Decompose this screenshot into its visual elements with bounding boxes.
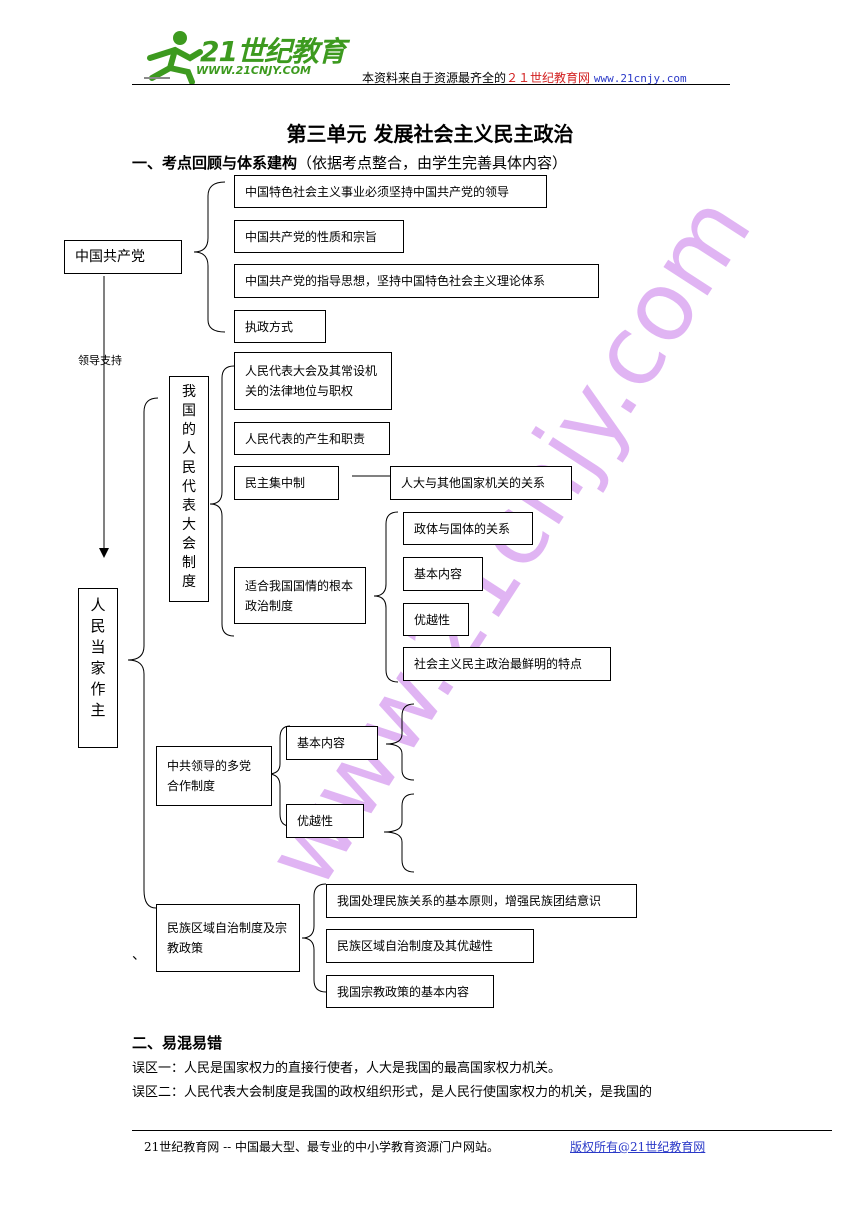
npc-item: 人民代表大会及其常设机关的法律地位与职权 — [234, 352, 392, 410]
centralism-relation-box: 人大与其他国家机关的关系 — [390, 466, 572, 500]
fit-item: 政体与国体的关系 — [403, 512, 533, 545]
misconception-item: 误区一：人民是国家权力的直接行使者，人大是我国的最高国家权力机关。 — [132, 1061, 562, 1076]
ethnic-item: 我国处理民族关系的基本原则，增强民族团结意识 — [326, 884, 637, 918]
stray-mark: 、 — [132, 947, 146, 963]
page-title: 第三单元 发展社会主义民主政治 — [286, 122, 574, 146]
party-item: 执政方式 — [234, 310, 326, 343]
footer-left: 21世纪教育网 -- 中国最大型、最专业的中小学教育资源门户网站。 — [144, 1140, 500, 1154]
section1-heading-rest: （依据考点整合，由学生完善具体内容） — [297, 154, 568, 172]
header-note-prefix: 本资料来自于资源最齐全的 — [362, 71, 507, 85]
cpc-multiparty-item: 基本内容 — [286, 726, 378, 760]
footer-divider — [132, 1130, 832, 1131]
npc-item: 民主集中制 — [234, 466, 339, 500]
section1-heading-bold: 一、考点回顾与体系建构 — [132, 154, 298, 172]
header-divider — [132, 84, 730, 85]
npc-system-box: 我国的人民代表大会制度 — [169, 376, 209, 602]
fit-item: 优越性 — [403, 603, 469, 636]
cpc-multiparty-box: 中共领导的多党合作制度 — [156, 746, 272, 806]
logo-text: 21世纪教育 — [200, 35, 346, 68]
header-note-site[interactable]: ２１世纪教育网 — [506, 71, 591, 85]
party-item: 中国共产党的性质和宗旨 — [234, 220, 404, 253]
npc-item: 适合我国国情的根本政治制度 — [234, 567, 366, 624]
ethnic-item: 我国宗教政策的基本内容 — [326, 975, 494, 1008]
party-item: 中国共产党的指导思想，坚持中国特色社会主义理论体系 — [234, 264, 599, 298]
fit-item: 基本内容 — [403, 557, 483, 591]
npc-system-text: 我国的人民代表大会制度 — [182, 384, 196, 590]
arrow-down-icon — [99, 548, 109, 558]
section1-heading: 一、考点回顾与体系建构（依据考点整合，由学生完善具体内容） — [132, 152, 567, 173]
misconception-item: 误区二：人民代表大会制度是我国的政权组织形式，是人民行使国家权力的机关，是我国的 — [132, 1085, 653, 1100]
ethnic-item: 民族区域自治制度及其优越性 — [326, 929, 534, 963]
npc-item: 人民代表的产生和职责 — [234, 422, 390, 455]
header-note-url[interactable]: www.21cnjy.com — [593, 72, 687, 85]
runner-logo-icon — [144, 31, 203, 85]
section2-heading: 二、易混易错 — [132, 1034, 223, 1052]
cpc-multiparty-item: 优越性 — [286, 804, 364, 838]
ethnic-policy-box: 民族区域自治制度及宗教政策 — [156, 904, 300, 972]
footer-copyright-link[interactable]: 版权所有@21世纪教育网 — [570, 1140, 706, 1154]
site-logo — [140, 28, 340, 85]
fit-item: 社会主义民主政治最鲜明的特点 — [403, 647, 611, 681]
header-note: 本资料来自于资源最齐全的２１世纪教育网 www.21cnjy.com — [362, 69, 687, 86]
party-box: 中国共产党 — [64, 240, 182, 274]
logo-url: WWW.21CNJY.COM — [196, 64, 311, 77]
people-text: 人民当家作主 — [90, 596, 106, 719]
people-box: 人民当家作主 — [78, 588, 118, 748]
party-item: 中国特色社会主义事业必须坚持中国共产党的领导 — [234, 175, 547, 208]
arrow-label: 领导支持 — [78, 354, 122, 367]
